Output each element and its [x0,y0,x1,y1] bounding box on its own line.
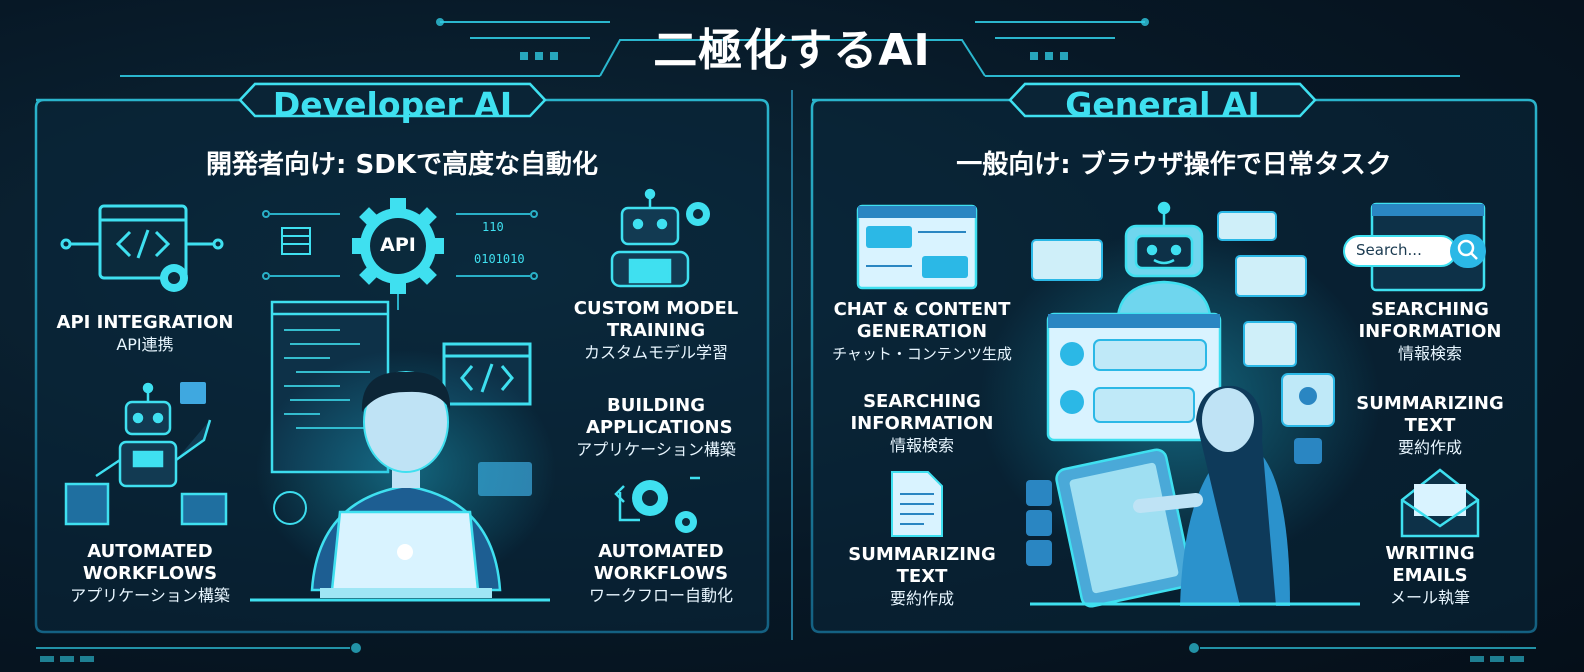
robot-icon-2 [1116,201,1212,318]
user-icon [1281,373,1335,427]
robot-training-icon [610,188,690,288]
api-gear [352,198,444,294]
workflow-gears-icon [632,480,697,533]
browser-window [1046,312,1222,442]
laptop-icon [320,510,492,598]
twitter-icon [1026,510,1052,536]
search-input[interactable]: Search... [1356,241,1422,259]
binary-text-2: 0101010 [474,252,525,266]
stack-icon [281,227,311,255]
binary-text-1: 110 [482,220,504,234]
robot-icon [64,382,228,526]
developer-ai-heading: Developer AI [272,85,513,124]
woman-figure [1133,385,1290,606]
linkedin-icon [1026,540,1052,566]
email-icon [1400,468,1480,538]
search-browser-icon [1343,202,1486,292]
api-badge-label: API [380,234,416,256]
twitter-icon-2 [1294,438,1322,464]
chat-bubbles [1031,211,1307,367]
general-subtitle: 一般向け: ブラウザ操作で日常タスク [956,150,1392,180]
facebook-icon [1026,480,1052,506]
tablet [1055,448,1193,608]
document-icon [891,471,943,537]
developer-subtitle: 開発者向け: SDKで高度な自動化 [206,150,598,180]
code-window-icon [60,204,224,280]
gear-icon-2 [686,202,710,226]
page-title: 二極化するAI [653,25,931,76]
chat-window-icon [856,204,978,290]
general-ai-heading: General AI [1065,85,1260,124]
gear-icon [160,264,188,292]
